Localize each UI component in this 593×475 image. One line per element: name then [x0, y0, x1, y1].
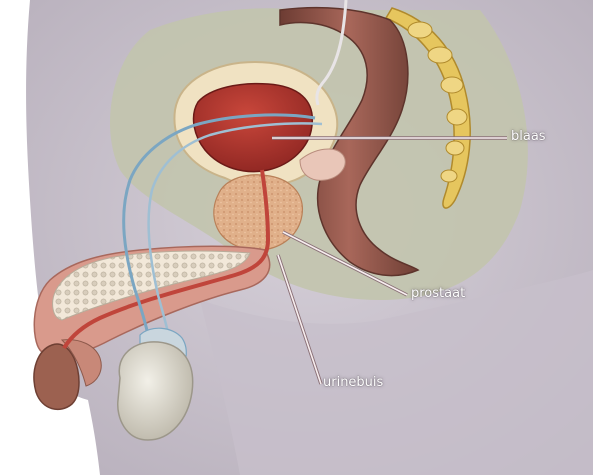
glans: [34, 344, 79, 409]
prostate-label: prostaat: [411, 286, 465, 301]
prostate: [214, 175, 303, 250]
bladder-label: blaas: [511, 129, 546, 144]
urethra-label: urinebuis: [323, 375, 383, 390]
